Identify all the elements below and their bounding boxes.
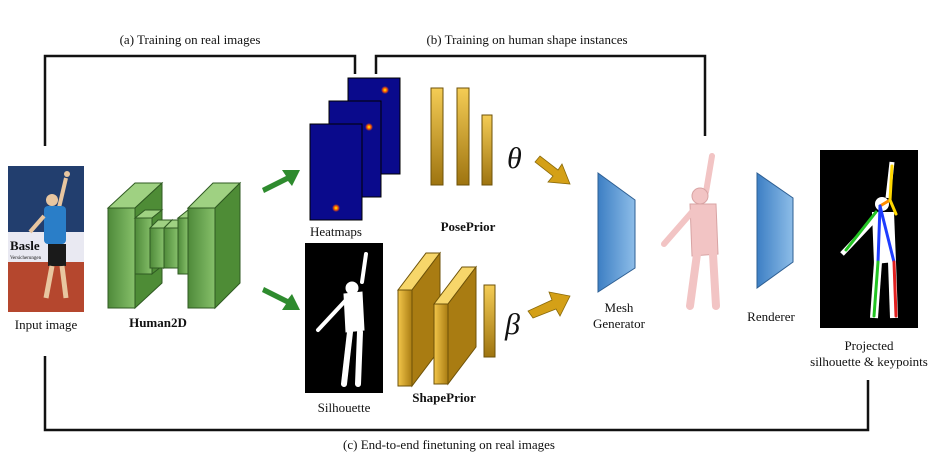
label-input-image: Input image <box>15 317 78 332</box>
label-projected-2: silhouette & keypoints <box>810 354 928 369</box>
label-theta: θ <box>507 142 522 175</box>
label-finetune: (c) End-to-end finetuning on real images <box>343 437 555 452</box>
label-mesh-generator-2: Generator <box>593 316 646 331</box>
shape-prior-network <box>396 251 496 388</box>
silhouette-panel <box>305 243 383 393</box>
heatmaps-stack <box>309 77 401 221</box>
label-training-shape: (b) Training on human shape instances <box>426 32 627 47</box>
projected-panel <box>820 150 918 328</box>
arrow-to-heatmaps <box>262 170 300 193</box>
label-beta: β <box>504 308 520 341</box>
photo-banner-subtext: Versicherungen <box>10 256 42 261</box>
label-shape-prior: ShapePrior <box>412 390 476 405</box>
arrow-theta-to-mesh <box>534 155 571 185</box>
mesh-generator-block <box>597 172 636 293</box>
renderer-block <box>756 172 794 289</box>
body-mesh <box>661 153 720 310</box>
bracket-b <box>374 54 707 136</box>
photo-banner-text: Basle <box>10 238 40 253</box>
label-projected-1: Projected <box>844 338 894 353</box>
input-image: Basle Versicherungen <box>8 166 84 312</box>
label-mesh-generator-1: Mesh <box>605 300 634 315</box>
label-heatmaps: Heatmaps <box>310 224 362 239</box>
bracket-c <box>43 356 870 432</box>
bracket-a <box>43 54 357 146</box>
label-silhouette: Silhouette <box>318 400 371 415</box>
label-human2d: Human2D <box>129 315 187 330</box>
pose-prior-network <box>430 87 493 186</box>
arrow-beta-to-mesh <box>527 291 571 319</box>
human2d-network <box>106 181 242 310</box>
label-pose-prior: PosePrior <box>441 219 496 234</box>
label-renderer: Renderer <box>747 309 795 324</box>
label-training-real: (a) Training on real images <box>120 32 261 47</box>
arrow-to-silhouette <box>262 287 300 310</box>
